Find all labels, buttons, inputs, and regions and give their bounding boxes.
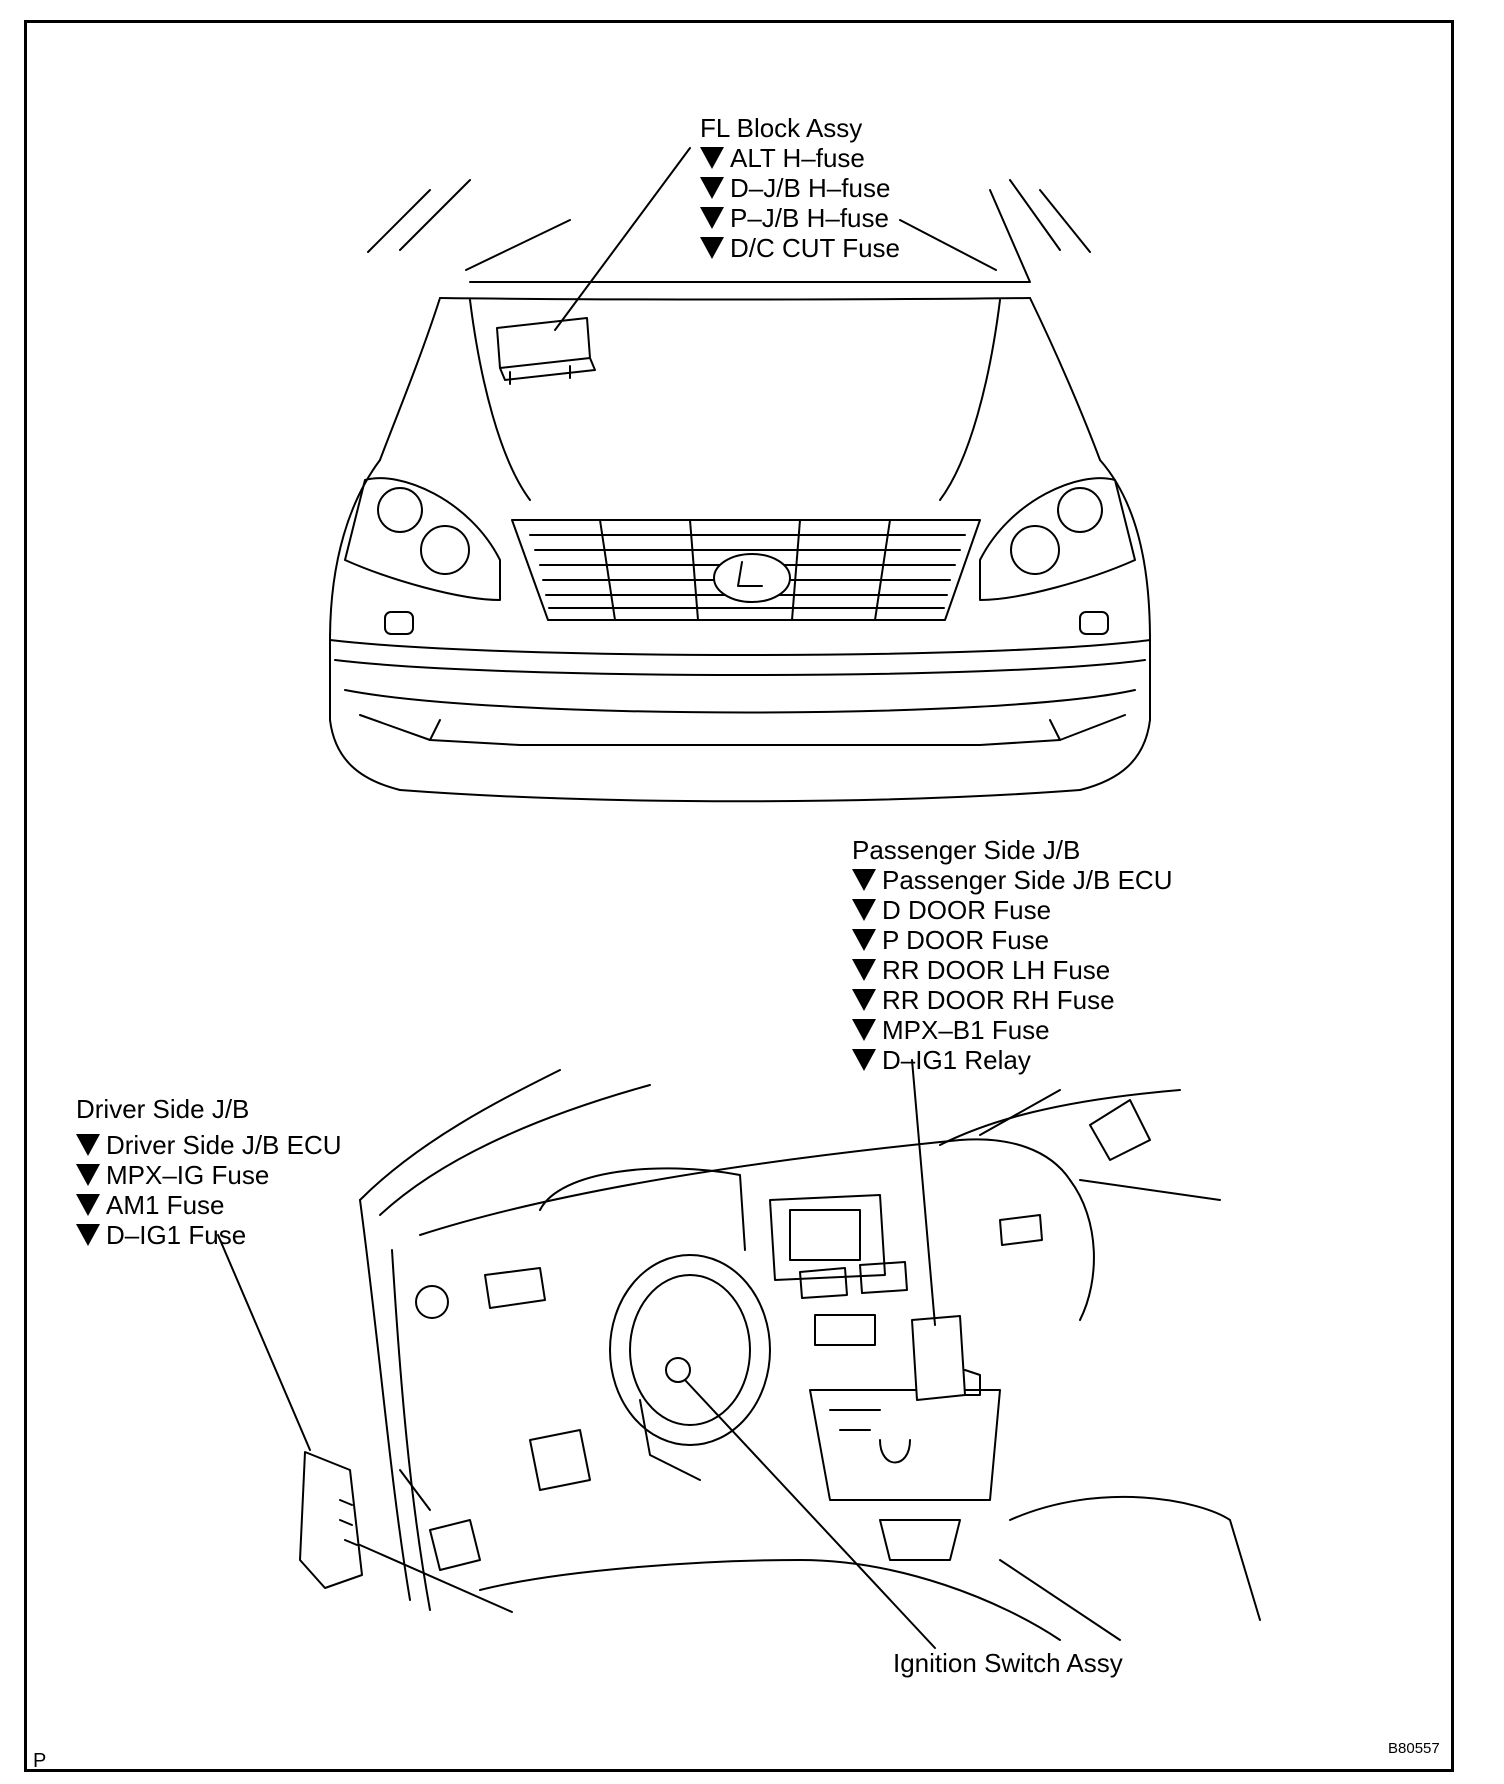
- triangle-marker-icon: [76, 1134, 100, 1156]
- driver-jb-leader: [217, 1234, 311, 1451]
- triangle-marker-icon: [76, 1164, 100, 1186]
- list-item: AM1 Fuse: [76, 1190, 342, 1220]
- ignition-switch-label: Ignition Switch Assy: [893, 1648, 1123, 1678]
- driver-jb-leader-2: [359, 1544, 513, 1613]
- passenger-jb-leader: [911, 1059, 936, 1326]
- fl-block-title: FL Block Assy: [700, 113, 863, 143]
- fl-block-label: FL Block Assy ALT H–fuse D–J/B H–fuse P–…: [700, 113, 900, 263]
- triangle-marker-icon: [852, 1019, 876, 1041]
- car-front-illustration: [329, 179, 1151, 803]
- list-item: MPX–B1 Fuse: [852, 1015, 1172, 1045]
- driver-jb-title: Driver Side J/B: [76, 1094, 250, 1124]
- corner-letter: P: [33, 1750, 47, 1772]
- car-interior-illustration: [299, 1069, 1261, 1641]
- list-item: RR DOOR LH Fuse: [852, 955, 1172, 985]
- passenger-jb-title: Passenger Side J/B: [852, 835, 1081, 865]
- triangle-marker-icon: [852, 1049, 876, 1071]
- list-item: P–J/B H–fuse: [700, 203, 900, 233]
- diagram-frame: [24, 20, 1454, 1772]
- list-item: D–J/B H–fuse: [700, 173, 900, 203]
- triangle-marker-icon: [76, 1224, 100, 1246]
- list-item: ALT H–fuse: [700, 143, 900, 173]
- triangle-marker-icon: [852, 929, 876, 951]
- triangle-marker-icon: [852, 869, 876, 891]
- list-item: D/C CUT Fuse: [700, 233, 900, 263]
- passenger-jb-tick: [979, 1089, 1061, 1136]
- list-item: Passenger Side J/B ECU: [852, 865, 1172, 895]
- triangle-marker-icon: [852, 899, 876, 921]
- list-item: Driver Side J/B ECU: [76, 1130, 342, 1160]
- fl-block-leader: [554, 147, 691, 331]
- ignition-leader: [684, 1379, 936, 1649]
- triangle-marker-icon: [76, 1194, 100, 1216]
- triangle-marker-icon: [852, 959, 876, 981]
- list-item: RR DOOR RH Fuse: [852, 985, 1172, 1015]
- driver-jb-label: Driver Side J/B Driver Side J/B ECU MPX–…: [76, 1094, 342, 1250]
- triangle-marker-icon: [852, 989, 876, 1011]
- triangle-marker-icon: [700, 207, 724, 229]
- passenger-jb-label: Passenger Side J/B Passenger Side J/B EC…: [852, 835, 1172, 1075]
- list-item: MPX–IG Fuse: [76, 1160, 342, 1190]
- list-item: P DOOR Fuse: [852, 925, 1172, 955]
- list-item: D–IG1 Fuse: [76, 1220, 342, 1250]
- triangle-marker-icon: [700, 177, 724, 199]
- triangle-marker-icon: [700, 147, 724, 169]
- list-item: D DOOR Fuse: [852, 895, 1172, 925]
- triangle-marker-icon: [700, 237, 724, 259]
- list-item: D–IG1 Relay: [852, 1045, 1172, 1075]
- figure-code: B80557: [1388, 1740, 1440, 1757]
